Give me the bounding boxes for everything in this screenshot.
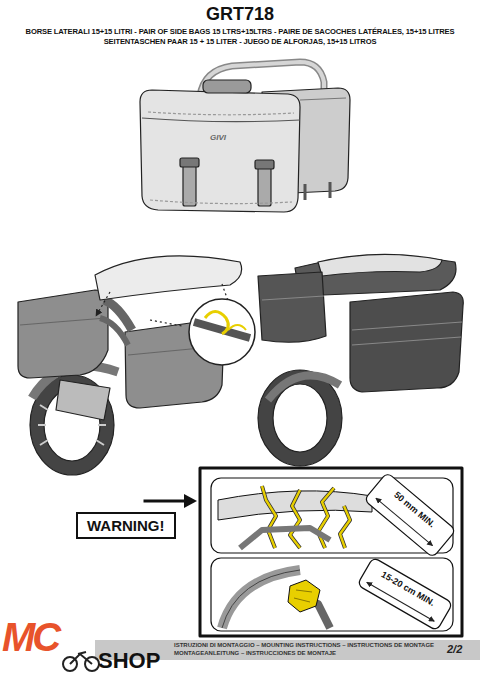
warning-frame-part — [290, 490, 300, 548]
warning-box: WARNING! — [76, 512, 176, 539]
footer-text: ISTRUZIONI DI MONTAGGIO – MOUNTING INSTR… — [174, 642, 434, 649]
warning-frame-part — [290, 490, 300, 548]
warning-frame — [200, 468, 462, 636]
fitted-figure-part — [352, 322, 462, 330]
warning-frame-part — [288, 580, 320, 612]
pointer-arrow — [144, 500, 187, 503]
fitting-figure-part — [194, 322, 250, 338]
warning-frame-part — [357, 557, 453, 631]
fitted-figure-part — [258, 370, 342, 466]
page-number: 2/2 — [447, 643, 462, 656]
warning-frame-part — [340, 506, 350, 548]
side-bags-figure-part — [183, 162, 196, 206]
fitting-figure-part — [95, 256, 242, 300]
warning-frame-part — [340, 506, 350, 548]
fitting-figure-part — [96, 292, 110, 316]
shop-logo: MC — [2, 614, 58, 660]
fitting-figure-part — [20, 318, 106, 325]
side-bags-figure-part — [258, 164, 271, 206]
shop-logo: SHOP — [98, 648, 160, 673]
side-bags-figure-part — [150, 200, 292, 204]
side-bags-figure-part — [255, 160, 274, 169]
fitted-figure-part — [258, 272, 326, 342]
warning-frame-part — [200, 468, 462, 636]
fitting-figure-part — [56, 380, 110, 420]
side-bags-figure — [140, 62, 350, 212]
warning-frame-part — [262, 486, 276, 548]
fitted-figure-part — [262, 296, 324, 300]
side-bags-figure-part — [305, 182, 330, 200]
warning-text: WARNING! — [87, 517, 165, 534]
side-bags-figure-part — [300, 98, 346, 100]
warning-frame-part-part — [364, 472, 456, 557]
fitted-figure — [258, 254, 463, 466]
fitting-figure-part — [100, 318, 128, 345]
pointer-arrowhead — [184, 494, 197, 508]
fitting-figure-part — [18, 290, 108, 378]
fitting-figure-part — [205, 312, 228, 335]
fitting-figure-part — [104, 300, 132, 330]
fitted-figure-part — [350, 292, 463, 392]
warning-frame-part — [262, 486, 276, 548]
fitted-figure-part — [273, 384, 327, 452]
fitting-figure-part — [228, 325, 246, 330]
warning-frame-part-part — [357, 557, 453, 631]
fitted-figure-part — [318, 254, 442, 276]
warning-frame-part — [240, 528, 330, 548]
fitting-figure-part — [150, 320, 182, 326]
warning-frame-part — [294, 590, 312, 602]
footer-text: MONTAGEANLEITUNG – INSTRUCCIONES DE MONT… — [174, 650, 336, 657]
side-bags-figure-part — [180, 158, 199, 167]
warning-frame-part — [364, 472, 456, 557]
fitted-figure-part — [268, 375, 340, 400]
subtitle: BORSE LATERALI 15+15 LITRI - PAIR OF SID… — [4, 28, 476, 37]
page-title: GRT718 — [0, 4, 480, 25]
fitting-figure — [18, 256, 255, 475]
side-bags-figure-part — [203, 80, 251, 93]
side-bags-figure-part — [140, 90, 300, 212]
footer-bar-part — [70, 652, 92, 664]
fitting-figure-part — [189, 299, 255, 365]
fitted-figure-part — [352, 337, 461, 345]
side-bags-figure-part — [148, 112, 294, 115]
warning-frame-part — [211, 558, 453, 631]
subtitle: SEITENTASCHEN PAAR 15 + 15 LITER - JUEGO… — [4, 38, 476, 47]
side-bags-figure-part — [142, 118, 300, 122]
brand-logo: GIVI — [210, 133, 226, 142]
